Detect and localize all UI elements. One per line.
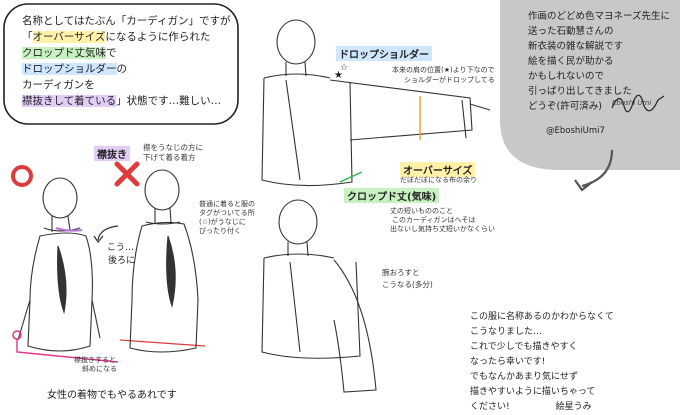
artist-note-line: 引っぱり出してきました xyxy=(528,86,632,97)
closing-line: ください! 絵星うみ xyxy=(470,400,614,415)
speech-line-1: 名称としてはたぶん「カーディガン」ですが xyxy=(22,13,231,29)
speech-line-3: クロップド丈気味で xyxy=(22,45,117,61)
star-outline-icon: ☆ xyxy=(340,63,348,73)
speech-text: の xyxy=(116,63,128,75)
hem-note: 斜めになる xyxy=(82,365,117,373)
hem-straight-line xyxy=(119,339,206,347)
tag-note: 普通に着ると服の xyxy=(199,200,255,208)
erinuki-desc: 襟をうなじの方に xyxy=(143,143,203,152)
drop-shoulder-note: ショルダーがドロップしてる xyxy=(404,76,495,84)
speech-line-2: 「オーバーサイズになるように作られた xyxy=(22,29,210,45)
artist-note-line: 新衣装の雑な解説です xyxy=(528,41,624,52)
closing-line: 描きやすいように描いちゃって xyxy=(470,387,596,397)
speech-text: 」ですが xyxy=(188,15,231,27)
artist-note-line: かもしれないので xyxy=(528,71,605,82)
erinuki-label: 襟抜き xyxy=(94,146,130,161)
closing-line: こうなりました… xyxy=(470,327,543,337)
speech-text: 名称としてはたぶん「 xyxy=(22,15,127,27)
artist-note-line: 送った石動慧さんの xyxy=(528,26,614,37)
back-arrowhead xyxy=(93,235,104,244)
closing-line: でもなんかあまり気にせず xyxy=(470,372,579,382)
drop-shoulder-note: 本来の肩の位置(★)より下なので xyxy=(392,66,495,74)
speech-text: 「 xyxy=(22,31,33,43)
left-caption: 女性の着物でもやるあれです xyxy=(47,390,177,401)
arrow-text: こう… xyxy=(107,243,135,253)
signature-scribble xyxy=(611,94,665,113)
arms-down-note: こうなる(多分) xyxy=(382,280,433,289)
artist-signature: Eboshi Umi xyxy=(612,99,652,107)
closing-line: なったら幸いです! xyxy=(470,357,546,367)
hem-note: 襟抜きすると xyxy=(74,356,116,364)
tag-note: (☆)がうなじに xyxy=(199,218,246,226)
good-mark-text: ○ xyxy=(14,166,15,167)
tag-note: タグがついてる所 xyxy=(199,209,255,217)
artist-note-line: 作画のどどめ色マヨネーズ先生に xyxy=(528,11,671,22)
cropped-label: クロップド丈(気味) xyxy=(344,188,440,203)
speech-highlight-cropped: クロップド丈気味 xyxy=(22,47,106,59)
speech-highlight-erinuki: 襟抜きして着ている xyxy=(22,95,117,107)
speech-highlight-drop-shoulder: ドロップショルダー xyxy=(22,63,117,75)
drop-shoulder-label: ドロップショルダー xyxy=(336,46,432,61)
closing-signature: 絵星うみ xyxy=(555,402,592,412)
speech-highlight-oversize: オーバーサイズ xyxy=(32,31,106,43)
arm-out-figure xyxy=(261,19,491,187)
artist-handle[interactable]: @EboshiUmi7 xyxy=(546,126,605,136)
tag-note: ぴったり付く xyxy=(199,227,241,235)
arrow-text: 後ろに xyxy=(108,256,136,266)
cropped-note: 出ないし気持ち丈短いかなくらい xyxy=(390,225,495,233)
speech-text: で xyxy=(106,47,117,59)
artist-note-line: どうぞ(許可済み) xyxy=(528,101,602,112)
oversize-label: オーバーサイズ xyxy=(400,162,476,177)
closing-line: この服に名称あるのかわからなくて xyxy=(470,312,614,322)
hem-slope-line xyxy=(16,339,119,363)
speech-text: カーディガン xyxy=(126,15,189,27)
grey-bubble-arrow xyxy=(581,149,614,188)
arms-down-note: 腕おろすと xyxy=(382,268,420,277)
grey-note-bubble xyxy=(500,0,680,170)
speech-text: 」状態です…難しい… xyxy=(116,95,222,107)
cropped-note: 丈の短いもののこと xyxy=(390,207,453,215)
left-figure-good xyxy=(17,177,101,352)
oversize-note: だぼだぼになる布の余り xyxy=(400,176,477,184)
artist-note-line: 絵を描く民が助かる xyxy=(528,56,614,67)
cropped-guide-line xyxy=(339,171,363,183)
good-mark-icon xyxy=(11,165,33,187)
collar-highlight xyxy=(55,227,83,232)
closing-text: ください! xyxy=(470,402,510,412)
speech-line-4: ドロップショルダーの xyxy=(22,61,127,77)
closing-line: これで少しでも描きやすく xyxy=(470,342,578,352)
speech-line-6: 襟抜きして着ている」状態です…難しい… xyxy=(22,93,221,109)
cropped-note: このカーディガンはへそは xyxy=(392,216,476,224)
closing-note: この服に名称あるのかわからなくて こうなりました… これで少しでも描きやすく な… xyxy=(470,310,614,415)
star-icon: ★ xyxy=(334,70,343,81)
left-figure-bad xyxy=(129,169,199,353)
grey-bubble-arrowhead xyxy=(574,179,593,192)
arms-down-figure xyxy=(261,199,377,393)
erinuki-desc: 下げて着る着方 xyxy=(143,153,196,162)
back-arrow xyxy=(97,225,119,241)
bad-mark-icon xyxy=(114,161,140,187)
speech-text: になるように作られた xyxy=(105,31,211,43)
speech-line-5: カーディガンを xyxy=(22,79,95,91)
bad-mark-text: ✕ xyxy=(120,166,121,167)
